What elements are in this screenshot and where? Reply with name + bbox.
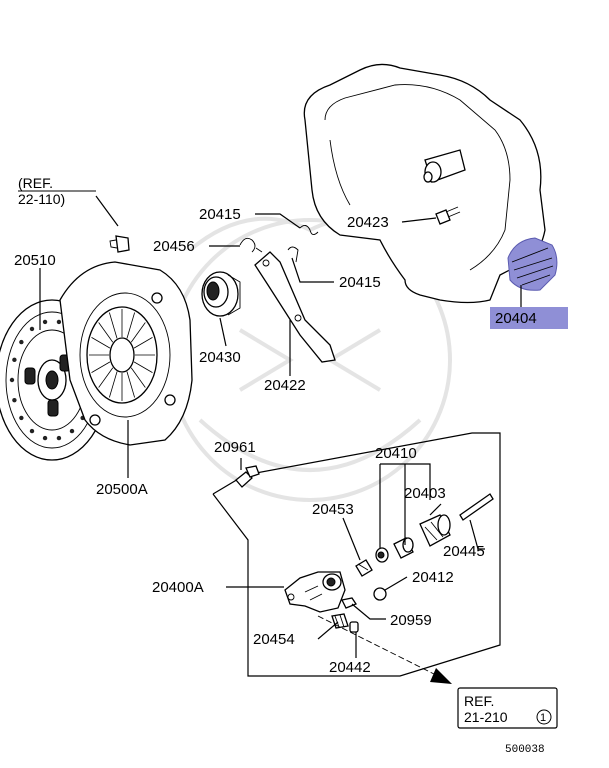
ref-circle-badge (536, 709, 552, 725)
label-20430[interactable]: 20430 (199, 349, 241, 366)
clip-20456[interactable] (239, 237, 263, 253)
disc-rivet-hole (69, 428, 75, 434)
diaphragm-finger (130, 367, 146, 388)
ref-bolt (109, 235, 130, 253)
spring-clip-20415-upper[interactable] (299, 225, 319, 235)
diaphragm-finger (91, 337, 111, 349)
diaphragm-finger (98, 322, 114, 343)
disc-rivet-hole (42, 319, 48, 325)
disc-rivet-hole (9, 377, 15, 383)
diaphragm-finger (98, 367, 114, 388)
label-20961[interactable]: 20961 (214, 439, 256, 456)
cap-20442[interactable] (349, 621, 359, 633)
diaphragm-finger (126, 312, 136, 339)
diaphragm-finger (130, 322, 146, 343)
disc-rivet-hole (56, 319, 62, 325)
ref-21-210-line1: REF. (464, 693, 494, 709)
label-20400A[interactable]: 20400A (152, 579, 204, 596)
ref-21-210-line2: 21-210 (464, 709, 508, 725)
cap-20412[interactable] (373, 587, 387, 601)
label-20422[interactable]: 20422 (264, 377, 306, 394)
diagram-id: 500038 (505, 744, 545, 756)
label-20959[interactable]: 20959 (390, 612, 432, 629)
ref-22-110-line2: 22-110) (18, 191, 65, 207)
label-20423[interactable]: 20423 (347, 214, 389, 231)
diaphragm-finger (108, 312, 118, 339)
disc-rivet-hole (29, 326, 35, 332)
diaphragm-finger (133, 361, 153, 373)
ref-circle-number: 1 (540, 712, 546, 724)
piston-20403[interactable] (393, 537, 414, 559)
label-20453[interactable]: 20453 (312, 501, 354, 518)
label-20404[interactable]: 20404 (495, 310, 537, 327)
label-20500A[interactable]: 20500A (96, 481, 148, 498)
diaphragm-finger (91, 361, 111, 373)
part-20404-boot[interactable] (507, 237, 558, 291)
label-20410[interactable]: 20410 (375, 445, 417, 462)
label-20415-lower[interactable]: 20415 (339, 274, 381, 291)
label-20456[interactable]: 20456 (153, 238, 195, 255)
label-20442[interactable]: 20442 (329, 659, 371, 676)
disc-rivet-hole (19, 339, 24, 345)
bolt-20423[interactable] (435, 206, 461, 225)
clutch-cover[interactable] (59, 261, 193, 446)
label-20404-highlight (490, 307, 568, 329)
spring-20453[interactable] (355, 559, 373, 577)
diaphragm-finger (108, 371, 118, 398)
diaphragm-finger (133, 337, 153, 349)
release-cylinder[interactable] (284, 571, 346, 613)
ref-21-210-box[interactable]: REF. 21-210 1 (457, 687, 558, 729)
release-bearing[interactable] (201, 271, 241, 317)
label-20445[interactable]: 20445 (443, 543, 485, 560)
label-20454[interactable]: 20454 (253, 631, 295, 648)
label-20403[interactable]: 20403 (404, 485, 446, 502)
spring-clip-20415-lower[interactable] (287, 246, 299, 263)
part-labels: (REF. 22-110) 20415 20423 20456 20510 20… (14, 175, 568, 676)
disc-rivet-hole (56, 435, 62, 441)
disc-rivet-hole (29, 428, 35, 434)
push-rod-20445[interactable] (459, 493, 494, 521)
release-fork[interactable] (254, 251, 336, 363)
release-cylinder-box (212, 432, 501, 677)
label-20510[interactable]: 20510 (14, 252, 56, 269)
ring-20410[interactable] (375, 547, 389, 563)
disc-rivet-hole (12, 397, 17, 403)
disc-rivet-hole (19, 415, 24, 421)
leader-lines (39, 195, 522, 658)
bolt-20961[interactable] (235, 465, 260, 488)
disc-rivet-hole (42, 435, 48, 441)
label-20415-upper[interactable]: 20415 (199, 206, 241, 223)
ref-arrow (317, 615, 452, 684)
spring-20454[interactable] (331, 613, 349, 629)
boot-20410[interactable] (419, 514, 451, 547)
transmission-housing (303, 63, 546, 304)
disc-rivet-hole (12, 357, 17, 363)
diaphragm-finger (126, 371, 136, 398)
label-20412[interactable]: 20412 (412, 569, 454, 586)
bleeder-20959[interactable] (341, 597, 357, 609)
ref-22-110-line1: (REF. (18, 175, 53, 191)
